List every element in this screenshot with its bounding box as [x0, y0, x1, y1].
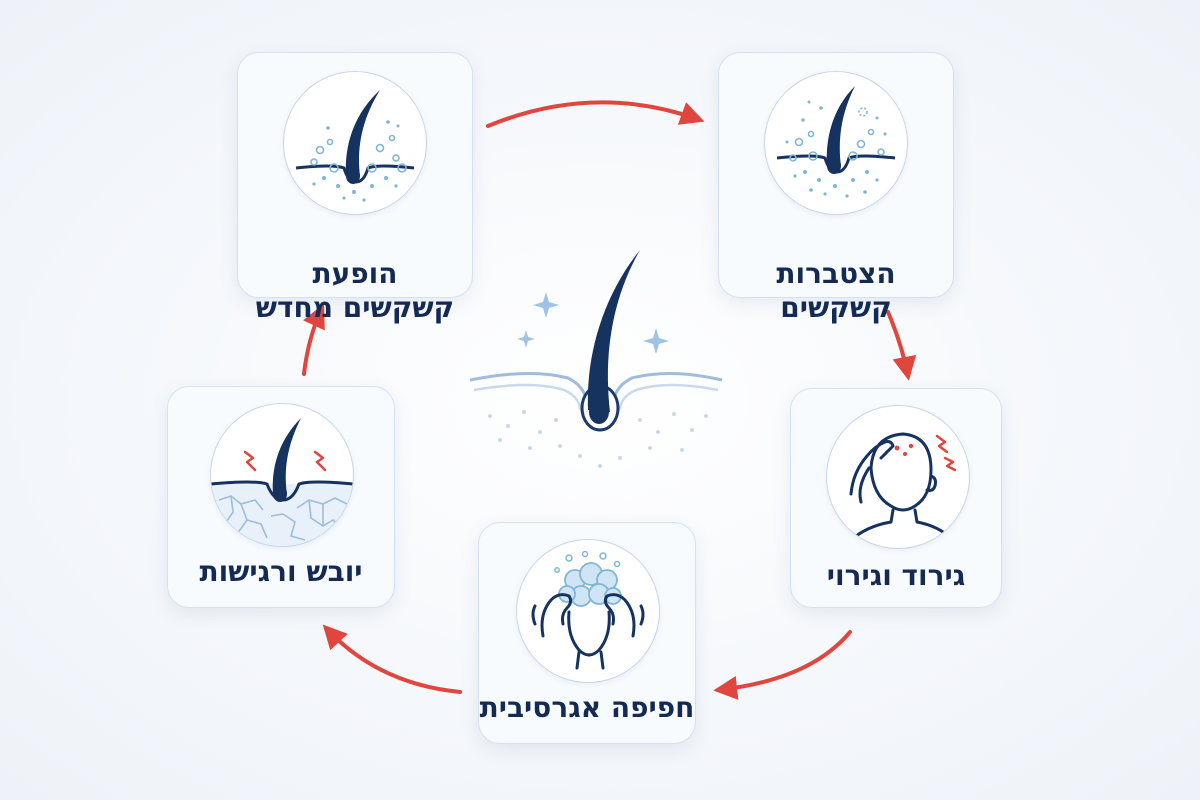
stage-card-new-flakes: הופעת קשקשים מחדש — [237, 52, 473, 324]
stage-label-line: הצטברות — [776, 257, 896, 290]
stage-card-aggressive-wash: חפיפה אגרסיבית — [478, 522, 696, 744]
sparkle-icon — [533, 292, 559, 318]
stage-card-buildup: הצטברות קשקשים — [718, 52, 954, 324]
stage-label-line: קשקשים — [780, 291, 892, 325]
stage-card-dryness: יובש ורגישות — [167, 386, 395, 608]
sparkle-icon — [517, 330, 535, 348]
stage-label-line: קשקשים מחדש — [255, 291, 455, 325]
stage-label-line: הופעת — [312, 257, 398, 290]
sparkle-icon — [643, 328, 669, 354]
stage-label-buildup: הצטברות קשקשים — [719, 257, 953, 325]
arrow-itch-to-wash — [713, 630, 852, 700]
stage-card-itch: גירוד וגירוי — [790, 388, 1002, 608]
stage-label-line: חפיפה אגרסיבית — [479, 691, 695, 724]
arrow-dry-to-new — [302, 303, 325, 376]
arrow-wash-to-dry — [322, 624, 462, 694]
stage-label-itch: גירוד וגירוי — [791, 559, 1001, 593]
arrow-new-to-buildup — [486, 100, 705, 128]
stage-label-line: גירוד וגירוי — [826, 559, 966, 592]
arrow-buildup-to-itch — [886, 310, 917, 381]
hair-follicle-flakes-icon — [283, 71, 427, 215]
hair-follicle-buildup-icon — [764, 71, 908, 215]
head-scratching-icon — [826, 405, 970, 549]
center-hair-follicle-icon — [460, 240, 740, 480]
stage-label-aggressive-wash: חפיפה אגרסיבית — [479, 691, 695, 725]
dry-cracked-scalp-icon — [210, 403, 354, 547]
hair-washing-icon — [516, 539, 660, 683]
stage-label-new-flakes: הופעת קשקשים מחדש — [238, 257, 472, 325]
stage-label-line: יובש ורגישות — [199, 555, 363, 588]
stage-label-dryness: יובש ורגישות — [168, 555, 394, 589]
